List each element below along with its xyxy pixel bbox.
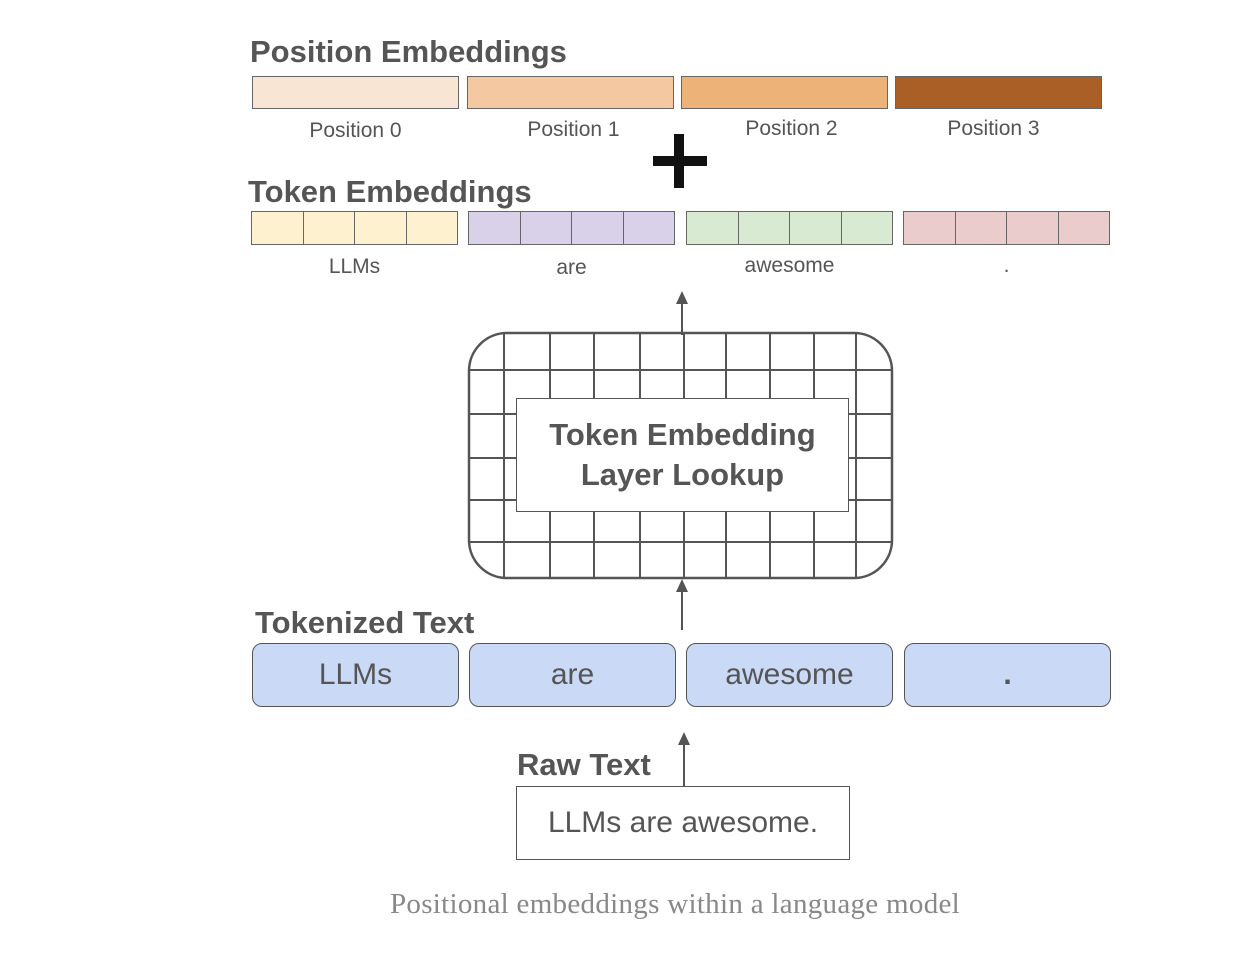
token-embedding-group-1 <box>468 211 675 245</box>
tokenized-text-title: Tokenized Text <box>255 605 475 640</box>
token-embedding-cell <box>624 212 675 244</box>
position-bar-2 <box>681 76 888 109</box>
token-embedding-cell <box>355 212 407 244</box>
arrow-up-icon <box>676 291 688 335</box>
token-box: LLMs <box>252 643 459 707</box>
token-embedding-cell <box>956 212 1007 244</box>
plus-icon <box>653 134 707 188</box>
position-embeddings-title: Position Embeddings <box>250 34 567 69</box>
token-embedding-cell <box>521 212 572 244</box>
token-embedding-cell <box>1059 212 1110 244</box>
token-embedding-cell <box>304 212 355 244</box>
token-box: . <box>904 643 1111 707</box>
position-label-1: Position 1 <box>527 118 620 141</box>
token-embedding-group-0 <box>251 211 458 245</box>
raw-text-title: Raw Text <box>517 747 651 782</box>
position-label-3: Position 3 <box>947 117 1040 140</box>
arrow-up-icon <box>678 732 690 787</box>
figure-caption: Positional embeddings within a language … <box>389 888 961 920</box>
token-embedding-cell <box>407 212 458 244</box>
token-embedding-cell <box>842 212 893 244</box>
raw-text-box: LLMs are awesome. <box>516 786 850 860</box>
token-embedding-group-2 <box>686 211 893 245</box>
token-embedding-label-0: LLMs <box>328 255 381 278</box>
lookup-label-box: Token Embedding Layer Lookup <box>516 398 849 512</box>
position-bar-3 <box>895 76 1102 109</box>
token-box: awesome <box>686 643 893 707</box>
token-embedding-label-2: awesome <box>744 254 835 277</box>
position-label-2: Position 2 <box>745 117 838 140</box>
lookup-label-line2: Layer Lookup <box>580 457 785 492</box>
arrow-up-icon <box>676 579 688 630</box>
token-embedding-cell <box>790 212 842 244</box>
lookup-label-line1: Token Embedding <box>549 417 816 452</box>
token-embedding-cell <box>739 212 790 244</box>
token-embedding-cell <box>904 212 956 244</box>
position-bar-0 <box>252 76 459 109</box>
token-embedding-label-1: are <box>556 256 587 279</box>
token-embedding-cell <box>1007 212 1059 244</box>
token-embedding-cell <box>572 212 624 244</box>
position-label-0: Position 0 <box>309 119 402 142</box>
token-embeddings-title: Token Embeddings <box>248 174 532 209</box>
token-embedding-cell <box>252 212 304 244</box>
token-box: are <box>469 643 676 707</box>
position-bar-1 <box>467 76 674 109</box>
token-embedding-label-3: . <box>1003 254 1010 277</box>
token-embedding-cell <box>687 212 739 244</box>
token-embedding-cell <box>469 212 521 244</box>
token-embedding-group-3 <box>903 211 1110 245</box>
